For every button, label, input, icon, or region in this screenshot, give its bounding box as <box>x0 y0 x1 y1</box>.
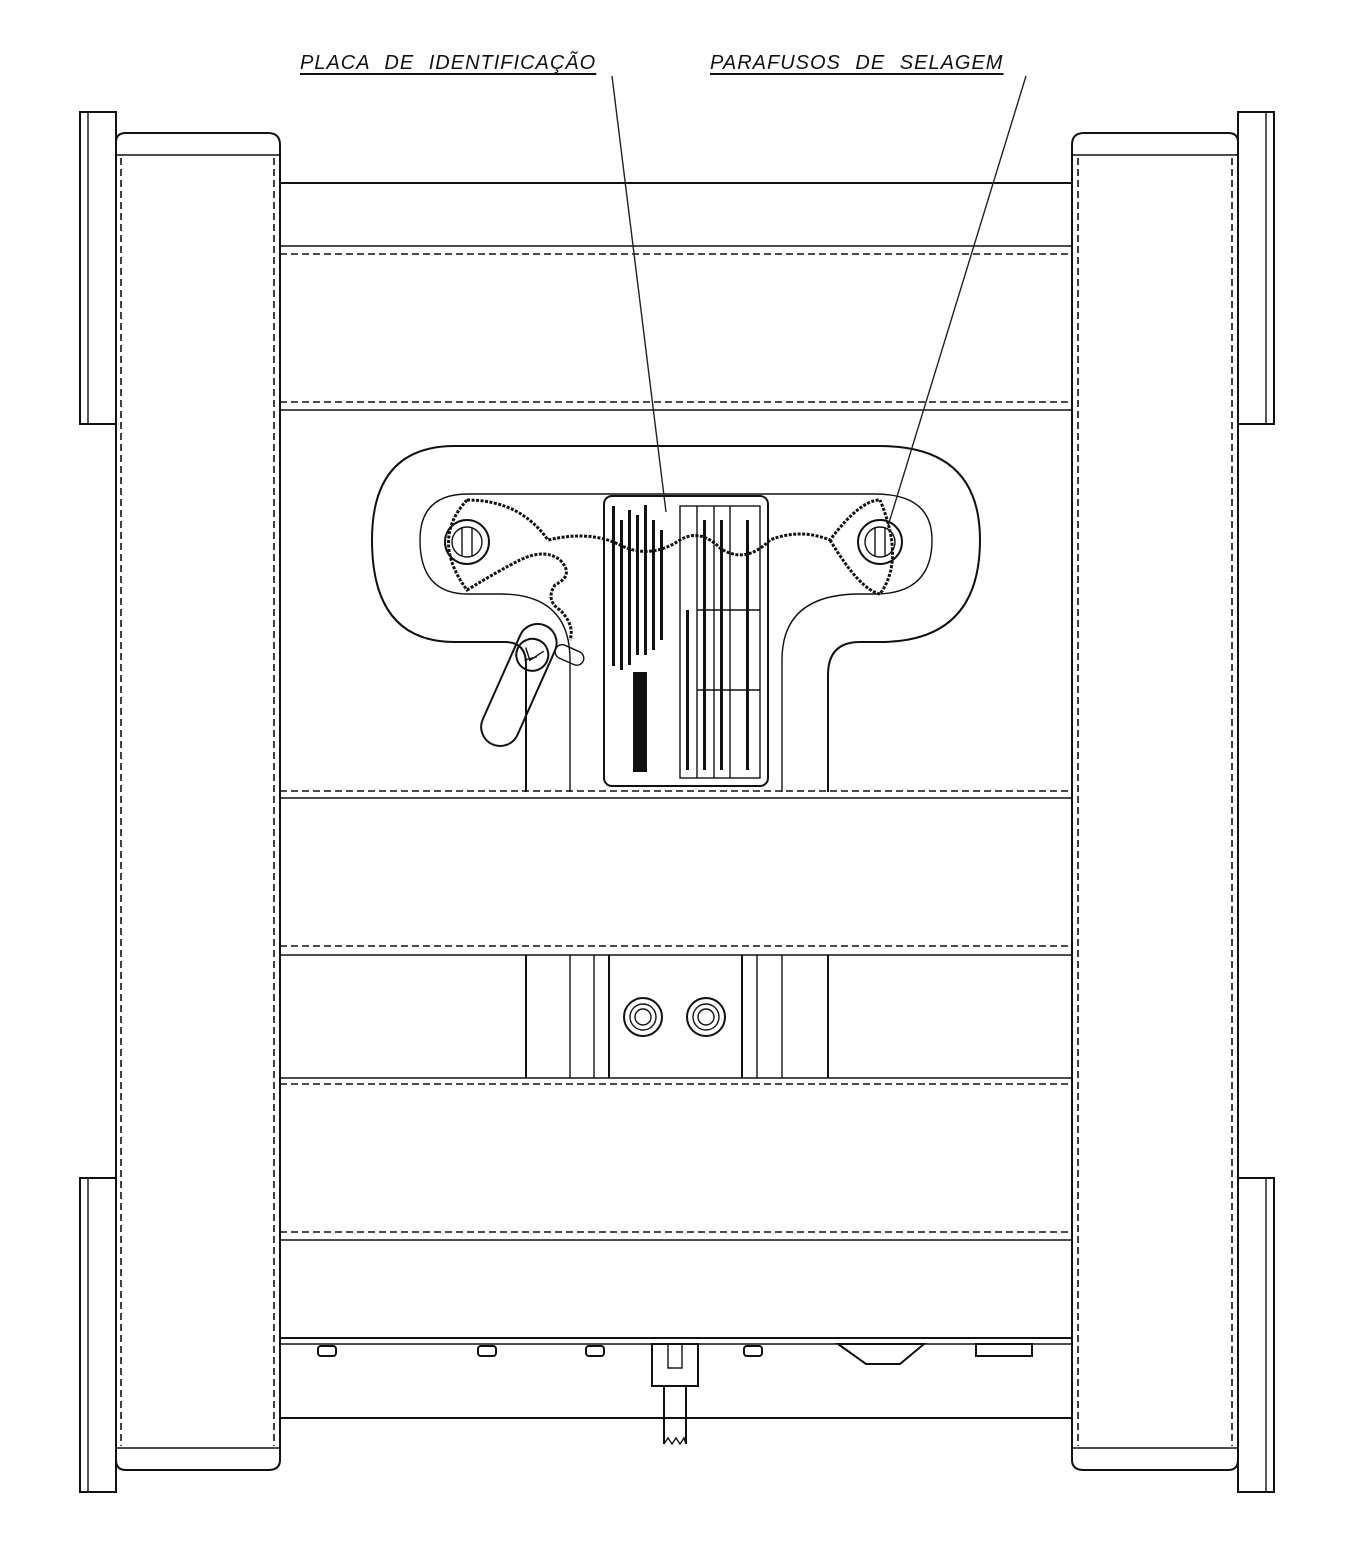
lower-mounting-block <box>525 955 829 1078</box>
lead-seal-tag <box>480 622 585 747</box>
body-bands <box>280 182 1072 1419</box>
left-side-flange <box>79 111 281 1493</box>
right-side-flange <box>1071 111 1275 1493</box>
identification-plate <box>603 495 769 787</box>
leader-identification-plate <box>611 75 667 513</box>
sealing-screw-right <box>857 519 903 565</box>
sealing-bracket <box>370 445 982 792</box>
seal-wire <box>447 498 894 641</box>
identification-plate-label: PLACA DE IDENTIFICAÇÃO <box>300 52 597 74</box>
sealing-screw-left <box>444 519 490 565</box>
bottom-terminals <box>317 1343 1033 1446</box>
leader-sealing-screws <box>887 75 1027 527</box>
sealing-screws-label: PARAFUSOS DE SELAGEM <box>710 52 1004 74</box>
